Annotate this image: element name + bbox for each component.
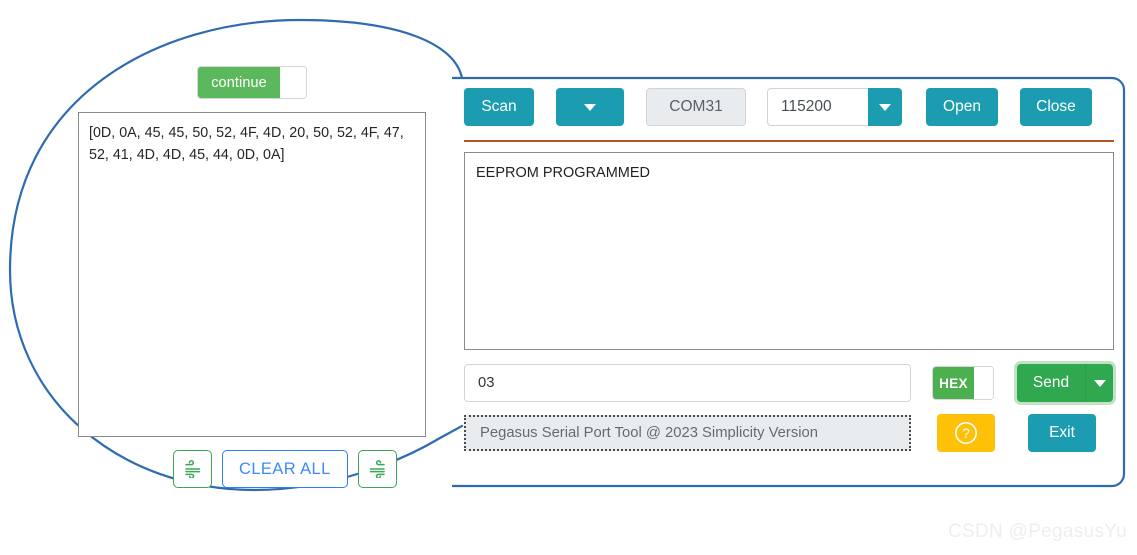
wind-icon: [184, 460, 200, 478]
open-port-button[interactable]: Open: [926, 88, 998, 126]
baud-rate-combobox[interactable]: 115200: [767, 88, 902, 126]
scan-dropdown-button[interactable]: [556, 88, 624, 126]
send-input[interactable]: 03: [464, 364, 911, 402]
baud-dropdown-button[interactable]: [868, 88, 902, 126]
status-row: Pegasus Serial Port Tool @ 2023 Simplici…: [464, 414, 1114, 452]
wind-right-button[interactable]: [357, 450, 397, 488]
send-button[interactable]: Send: [1017, 364, 1085, 402]
continue-toggle-label: continue: [198, 67, 280, 98]
close-port-button[interactable]: Close: [1020, 88, 1092, 126]
chevron-down-icon: [1093, 379, 1106, 387]
hex-output-textarea[interactable]: [0D, 0A, 45, 45, 50, 52, 4F, 4D, 20, 50,…: [78, 112, 426, 437]
baud-rate-value[interactable]: 115200: [767, 88, 868, 126]
toolbar-divider: [464, 140, 1114, 142]
status-bar: Pegasus Serial Port Tool @ 2023 Simplici…: [464, 415, 911, 451]
send-row: 03 HEX Send: [464, 364, 1114, 402]
left-button-row: CLEAR ALL: [173, 450, 397, 488]
continue-toggle[interactable]: continue: [197, 66, 307, 99]
wind-left-button[interactable]: [173, 450, 212, 488]
connection-toolbar: Scan COM31 115200 Open Close: [464, 88, 1092, 126]
receive-console[interactable]: EEPROM PROGRAMMED: [464, 152, 1114, 350]
exit-button[interactable]: Exit: [1028, 414, 1096, 452]
hex-toggle-label: HEX: [933, 367, 974, 399]
question-circle-icon: ?: [955, 422, 977, 444]
serial-tool-panel: Scan COM31 115200 Open Close EEPROM PROG…: [455, 70, 1122, 485]
send-split-button: Send: [1017, 364, 1113, 402]
help-button[interactable]: ?: [937, 414, 995, 452]
wind-mirrored-icon: [369, 460, 385, 478]
hex-mode-toggle[interactable]: HEX: [932, 366, 994, 400]
port-select[interactable]: COM31: [646, 88, 746, 126]
chevron-down-icon: [584, 103, 596, 111]
clear-all-button[interactable]: CLEAR ALL: [222, 450, 348, 488]
chevron-down-icon: [879, 103, 891, 111]
hex-toggle-knob[interactable]: [974, 367, 993, 399]
send-dropdown-button[interactable]: [1085, 364, 1113, 402]
continue-toggle-knob[interactable]: [280, 67, 306, 98]
svg-text:?: ?: [962, 426, 970, 441]
watermark: CSDN @PegasusYu: [948, 521, 1128, 542]
scan-button[interactable]: Scan: [464, 88, 534, 126]
